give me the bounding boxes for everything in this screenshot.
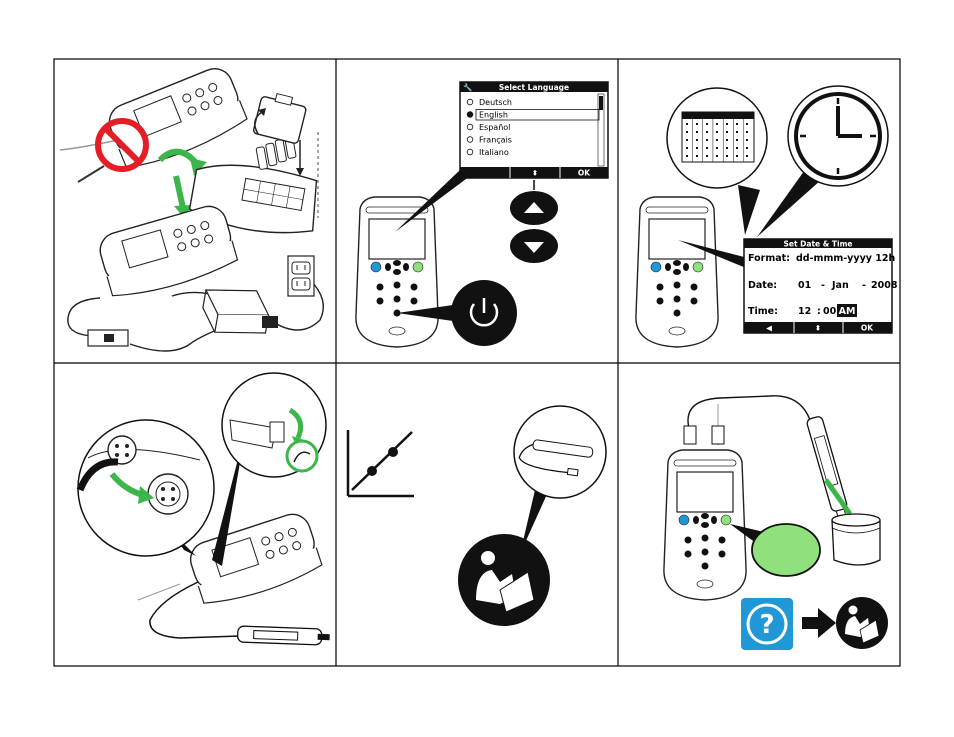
calendar-day-mark [686,131,688,133]
panel-connect-probe [78,373,330,645]
calendar-day-mark [716,147,718,149]
arrow-right-icon [802,608,836,638]
calendar-day-mark [736,123,738,125]
format-label: Format: [748,253,790,264]
softkey-updown-2[interactable]: ⬍ [815,324,821,333]
datetime-title: Set Date & Time [784,240,853,249]
language-option[interactable]: Deutsch [479,98,512,107]
calendar-icon [667,88,767,188]
calendar-day-mark [706,147,708,149]
language-option[interactable]: English [479,111,508,120]
calendar-day-mark [696,123,698,125]
time-label: Time: [748,306,778,317]
calendar-day-mark [746,155,748,157]
calendar-day-mark [726,139,728,141]
date-sep-1: - [821,280,825,291]
language-radio[interactable] [467,112,473,118]
calendar-day-mark [706,123,708,125]
format-value[interactable]: dd-mmm-yyyy 12h [796,253,895,264]
calendar-day-mark [736,139,738,141]
language-title: Select Language [499,83,569,92]
date-day[interactable]: 01 [798,280,811,291]
time-hour[interactable]: 12 [798,306,811,317]
calendar-day-mark [726,147,728,149]
read-manual-icon-2 [836,597,888,649]
calendar-day-mark [706,131,708,133]
wrench-icon: 🔧 [463,82,472,92]
softkey-ok[interactable]: OK [578,169,591,178]
calendar-day-mark [686,155,688,157]
softkey-ok-2[interactable]: OK [861,324,874,333]
down-arrow-icon[interactable] [510,229,558,263]
up-arrow-icon[interactable] [510,191,558,225]
time-sep: : [817,306,821,317]
calendar-day-mark [746,147,748,149]
calendar-day-mark [746,123,748,125]
calendar-day-mark [736,155,738,157]
calendar-day-mark [716,155,718,157]
date-year[interactable]: 2008 [871,280,898,291]
calendar-day-mark [736,131,738,133]
read-manual-icon [458,534,550,626]
calendar-day-mark [686,123,688,125]
date-month[interactable]: Jan [831,280,849,291]
calendar-day-mark [746,131,748,133]
meter-device-2 [636,197,718,347]
language-option[interactable]: Español [479,123,510,132]
power-icon[interactable] [451,280,517,346]
calendar-day-mark [696,131,698,133]
panel-language: Select Language 🔧 DeutschEnglishEspañolF… [356,82,608,347]
help-icon[interactable]: ? [741,598,793,650]
calendar-day-mark [706,139,708,141]
calendar-day-mark [746,139,748,141]
panel-power-batteries [60,63,323,351]
panel-calibration [348,406,606,626]
panel-datetime: Set Date & Time Format: dd-mmm-yyyy 12h … [636,86,898,347]
calendar-day-mark [736,147,738,149]
calendar-day-mark [686,147,688,149]
date-sep-2: - [862,280,866,291]
calendar-day-mark [716,123,718,125]
calibration-graph-icon [348,430,414,496]
language-radio[interactable] [467,149,473,155]
datetime-screen: Set Date & Time Format: dd-mmm-yyyy 12h … [744,239,898,333]
language-option[interactable]: Italiano [479,148,509,157]
calendar-day-mark [726,123,728,125]
wall-outlet-icon [288,256,314,296]
calendar-day-mark [696,147,698,149]
panel-measure: ? [664,396,888,650]
beaker [832,514,880,565]
language-radio[interactable] [467,137,473,143]
meter-device [356,197,438,347]
calendar-day-mark [696,139,698,141]
time-min[interactable]: 00 [823,306,837,317]
softkey-left[interactable]: ◀ [766,324,772,333]
calendar-day-mark [706,155,708,157]
time-ampm[interactable]: AM [839,306,856,317]
clock-icon [788,86,888,186]
calendar-day-mark [726,131,728,133]
language-screen: Select Language 🔧 DeutschEnglishEspañolF… [460,82,608,178]
svg-text:?: ? [759,610,774,640]
calendar-day-mark [716,131,718,133]
language-radio[interactable] [467,99,473,105]
calendar-day-mark [686,139,688,141]
calendar-day-mark [716,139,718,141]
calendar-day-mark [726,155,728,157]
softkey-updown[interactable]: ⬍ [532,169,538,178]
calendar-day-mark [696,155,698,157]
language-option[interactable]: Français [479,136,512,145]
language-radio[interactable] [467,124,473,130]
date-label: Date: [748,280,777,291]
